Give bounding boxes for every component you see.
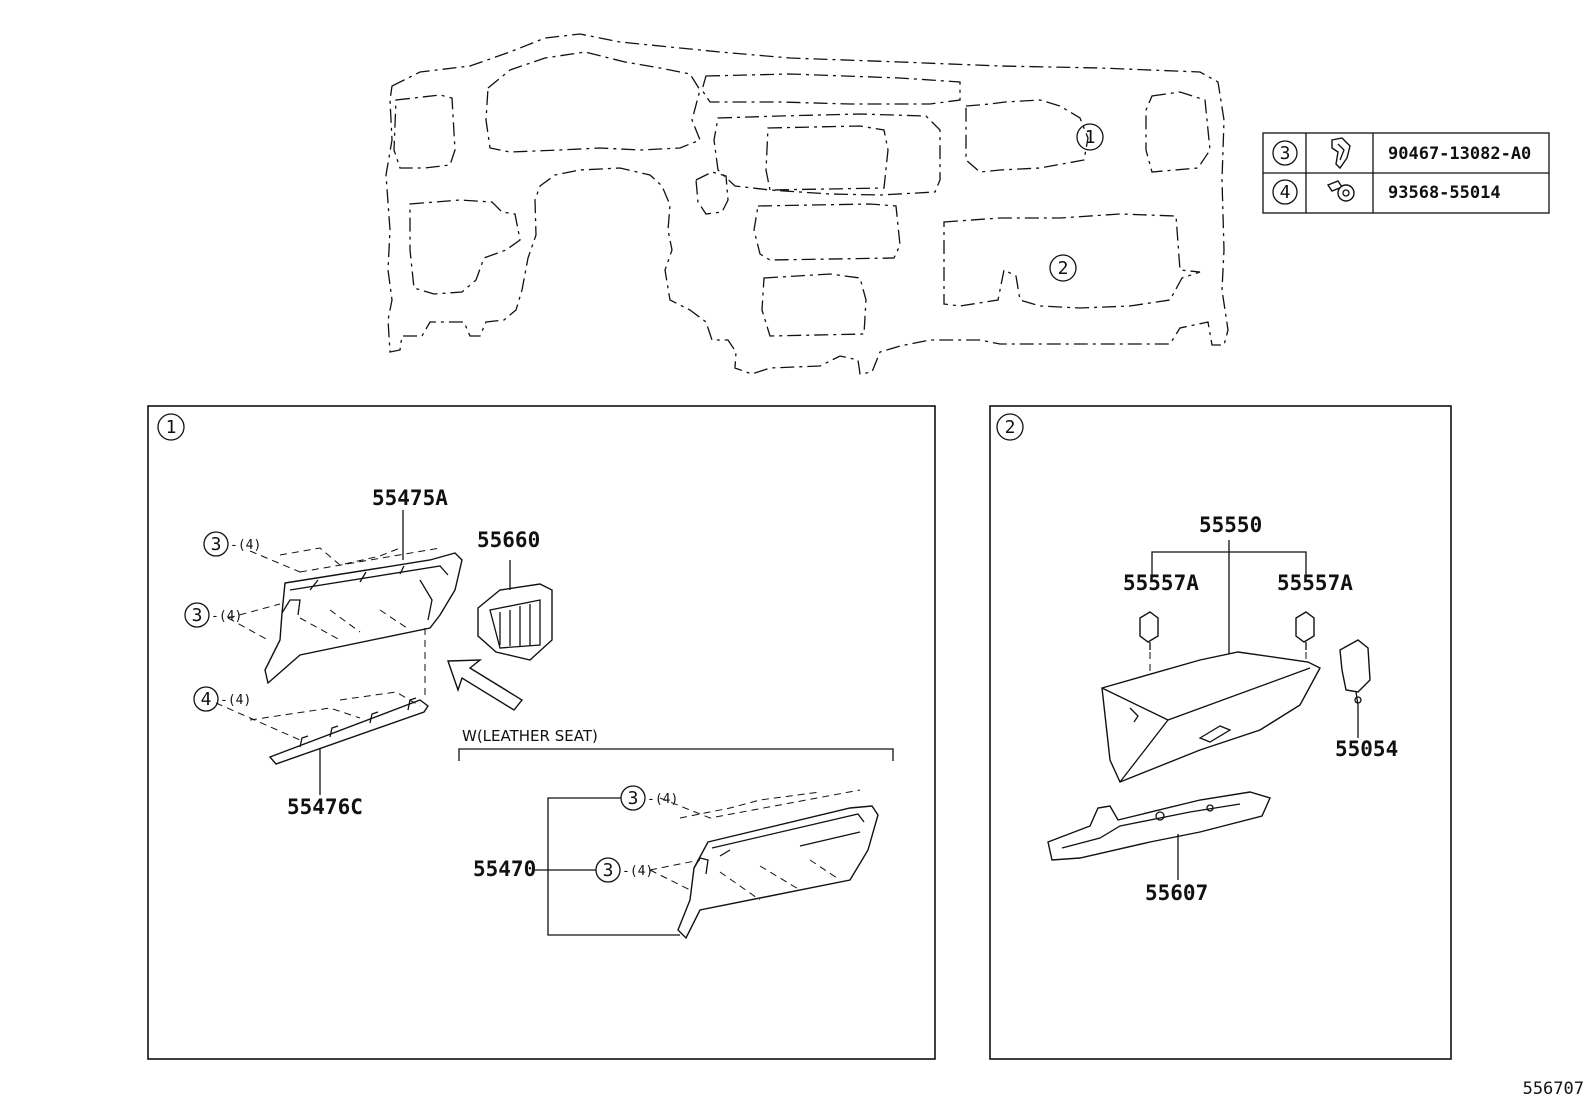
fastener-callout-4: 4 -(4) <box>193 686 251 712</box>
clip-icon <box>1331 137 1351 170</box>
part-label-55054: 55054 <box>1335 737 1398 761</box>
svg-text:90467-13082-A0: 90467-13082-A0 <box>1388 144 1531 164</box>
svg-text:3: 3 <box>192 605 203 626</box>
fastener-callout-3-c: 3 -(4) <box>620 785 678 811</box>
lower-trim-strip-55476C <box>268 697 429 765</box>
fastener-callout-3-b: 3 -(4) <box>184 602 242 628</box>
air-vent-55660 <box>477 583 553 661</box>
part-label-55470: 55470 <box>473 857 536 881</box>
svg-text:-(4): -(4) <box>622 864 653 879</box>
variant-label: W(LEATHER SEAT) <box>462 727 598 745</box>
stopper-55557A-left <box>1139 611 1159 650</box>
panel-1: 1 55475A 3 -(4) 3 -(4) 4 -( <box>147 405 936 1060</box>
direction-arrow <box>447 659 524 711</box>
fastener-callout-3-a: 3 -(4) <box>203 531 261 557</box>
reinforcement-55607 <box>1047 791 1271 861</box>
svg-text:-(4): -(4) <box>230 538 261 553</box>
part-label-55607: 55607 <box>1145 881 1208 905</box>
variant-bracket <box>458 748 894 761</box>
part-label-55475A: 55475A <box>372 486 448 510</box>
svg-text:3: 3 <box>211 534 222 555</box>
svg-text:2: 2 <box>1005 417 1016 438</box>
svg-text:2: 2 <box>1058 258 1069 279</box>
svg-text:1: 1 <box>1085 127 1096 148</box>
screw-icon <box>1326 180 1355 202</box>
panel-1-ref: 1 <box>157 413 185 441</box>
svg-text:-(4): -(4) <box>220 693 251 708</box>
svg-text:3: 3 <box>628 788 639 809</box>
part-label-55660: 55660 <box>477 528 540 552</box>
svg-text:1: 1 <box>166 417 177 438</box>
part-label-55557A-left: 55557A <box>1123 571 1199 595</box>
svg-text:4: 4 <box>201 689 212 710</box>
svg-text:3: 3 <box>603 860 614 881</box>
overview-callout-2: 2 <box>1049 254 1077 282</box>
glove-box-door-leather <box>677 805 879 940</box>
part-label-55476C: 55476C <box>287 795 363 819</box>
table-row-4: 4 93568-55014 <box>1272 179 1501 205</box>
panel-2: 2 55550 55557A 55557A 55054 <box>989 405 1452 1060</box>
fastener-table: 3 90467-13082-A0 4 93568-55014 <box>1262 132 1550 214</box>
part-label-55550: 55550 <box>1199 513 1262 537</box>
svg-text:4: 4 <box>1280 182 1291 203</box>
svg-text:3: 3 <box>1280 143 1291 164</box>
table-row-3: 3 90467-13082-A0 <box>1272 137 1531 170</box>
fastener-callout-3-d: 3 -(4) <box>595 857 653 883</box>
overview-callout-1: 1 <box>1076 123 1104 151</box>
stopper-55557A-right <box>1295 611 1315 650</box>
panel-2-ref: 2 <box>996 413 1024 441</box>
svg-text:-(4): -(4) <box>211 609 242 624</box>
glove-box-55550 <box>1101 651 1321 783</box>
leader-55470 <box>535 797 680 936</box>
leader-55550 <box>1151 540 1307 660</box>
instrument-panel-overview <box>385 33 1229 375</box>
svg-text:-(4): -(4) <box>647 792 678 807</box>
diagram-code: 556707 <box>1523 1079 1584 1099</box>
glove-box-door-upper <box>264 552 463 685</box>
svg-text:93568-55014: 93568-55014 <box>1388 183 1501 203</box>
part-label-55557A-right: 55557A <box>1277 571 1353 595</box>
damper-55054 <box>1339 639 1371 706</box>
